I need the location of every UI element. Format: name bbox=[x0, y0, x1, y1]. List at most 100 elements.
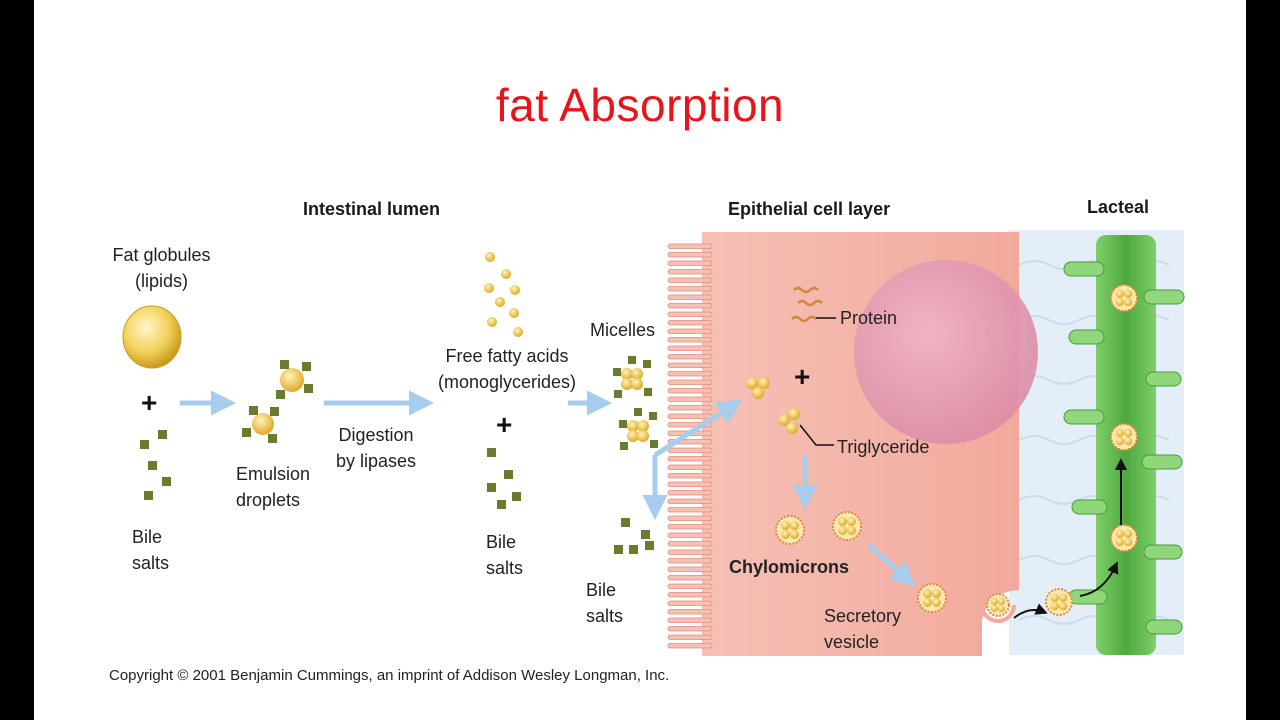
microvillus bbox=[667, 269, 713, 275]
microvillus bbox=[667, 515, 713, 521]
chylomicron bbox=[1110, 284, 1138, 312]
label-bile-salts-1: Bile salts bbox=[132, 524, 169, 576]
microvillus bbox=[667, 413, 713, 419]
microvillus bbox=[667, 294, 713, 300]
plus-2: + bbox=[496, 409, 512, 440]
nucleus bbox=[854, 260, 1038, 444]
label-digestion-line1: Digestion bbox=[338, 425, 414, 445]
microvilli bbox=[667, 243, 713, 649]
microvillus bbox=[667, 473, 713, 479]
copyright-notice: Copyright © 2001 Benjamin Cummings, an i… bbox=[109, 667, 670, 684]
microvillus bbox=[667, 507, 713, 513]
microvillus bbox=[667, 643, 713, 649]
label-free-fatty-acids: Free fatty acids (monoglycerides) bbox=[427, 343, 587, 395]
slide: + + + fat Absorption Intestinal lumen Ep… bbox=[34, 0, 1246, 720]
secretory-vesicle-membrane bbox=[980, 604, 1016, 623]
chylomicrons bbox=[775, 284, 1138, 617]
plus-signs: + + + bbox=[141, 361, 810, 440]
microvillus bbox=[667, 303, 713, 309]
label-secretory-vesicle: Secretory vesicle bbox=[824, 603, 901, 655]
label-secretory-line2: vesicle bbox=[824, 632, 880, 652]
microvillus bbox=[667, 277, 713, 283]
label-bile-salts-1-line1: Bile bbox=[132, 527, 163, 547]
label-chylomicrons: Chylomicrons bbox=[729, 557, 850, 577]
microvillus bbox=[667, 566, 713, 572]
label-ffa-line1: Free fatty acids bbox=[445, 346, 569, 366]
triglyceride-leader bbox=[799, 424, 834, 446]
microvillus bbox=[667, 286, 713, 292]
fat-absorption-diagram: + + + bbox=[122, 230, 1185, 656]
chylomicron bbox=[917, 583, 947, 613]
flow-arrows bbox=[180, 390, 916, 587]
microvillus bbox=[667, 524, 713, 530]
label-digestion-line2: by lipases bbox=[335, 451, 417, 471]
microvillus bbox=[667, 379, 713, 385]
page-title: fat Absorption bbox=[495, 79, 785, 131]
label-protein: Protein bbox=[840, 308, 898, 328]
microvillus bbox=[667, 396, 713, 402]
label-secretory-line1: Secretory bbox=[824, 606, 902, 626]
bile-salts-group-1 bbox=[140, 430, 171, 500]
label-micelles: Micelles bbox=[590, 320, 656, 340]
microvillus bbox=[667, 583, 713, 589]
header-intestinal-lumen: Intestinal lumen bbox=[303, 199, 441, 219]
chylomicron bbox=[1045, 588, 1073, 616]
microvillus bbox=[667, 498, 713, 504]
microvillus bbox=[667, 328, 713, 334]
free-fatty-acids bbox=[484, 252, 523, 337]
microvillus bbox=[667, 260, 713, 266]
microvillus bbox=[667, 252, 713, 258]
bile-salts-group-2 bbox=[487, 448, 521, 509]
microvillus bbox=[667, 609, 713, 615]
triglyceride bbox=[778, 408, 800, 434]
microvillus bbox=[667, 558, 713, 564]
label-bile-salts-3: Bile salts bbox=[586, 577, 623, 629]
label-bile-salts-3-line1: Bile bbox=[586, 580, 617, 600]
microvillus bbox=[667, 592, 713, 598]
chylomicron bbox=[986, 593, 1010, 617]
fat-globule bbox=[122, 305, 182, 369]
plus-1: + bbox=[141, 387, 157, 418]
label-emulsion-line2: droplets bbox=[236, 490, 301, 510]
black-arrows bbox=[1013, 458, 1127, 619]
label-bile-salts-3-line2: salts bbox=[586, 606, 624, 626]
microvillus bbox=[667, 600, 713, 606]
microvillus bbox=[667, 362, 713, 368]
protein-molecules bbox=[791, 286, 823, 323]
microvillus bbox=[667, 320, 713, 326]
header-lacteal: Lacteal bbox=[1087, 197, 1150, 217]
label-digestion: Digestion by lipases bbox=[326, 422, 426, 474]
microvillus bbox=[667, 337, 713, 343]
plus-3: + bbox=[794, 361, 810, 392]
microvillus bbox=[667, 345, 713, 351]
chylomicron bbox=[1110, 524, 1138, 552]
label-bile-salts-2-line1: Bile bbox=[486, 532, 517, 552]
chylomicron bbox=[775, 515, 805, 545]
label-fat-globules-line1: Fat globules bbox=[112, 245, 211, 265]
microvillus bbox=[667, 243, 713, 249]
microvillus bbox=[667, 575, 713, 581]
absorbed-monoglycerides bbox=[746, 377, 770, 399]
label-ffa-line2: (monoglycerides) bbox=[437, 372, 577, 392]
microvillus bbox=[667, 617, 713, 623]
micelles bbox=[613, 356, 658, 450]
microvillus bbox=[667, 405, 713, 411]
label-emulsion-line1: Emulsion bbox=[236, 464, 311, 484]
microvillus bbox=[667, 311, 713, 317]
microvillus bbox=[667, 634, 713, 640]
microvillus bbox=[667, 388, 713, 394]
chylomicron bbox=[1110, 423, 1138, 451]
microvillus bbox=[667, 354, 713, 360]
microvillus bbox=[667, 371, 713, 377]
emulsion-droplets bbox=[242, 360, 313, 443]
bile-salts-group-3 bbox=[614, 518, 654, 554]
microvillus bbox=[667, 541, 713, 547]
microvillus bbox=[667, 626, 713, 632]
microvillus bbox=[667, 490, 713, 496]
label-bile-salts-2: Bile salts bbox=[486, 529, 523, 581]
label-fat-globules-line2: (lipids) bbox=[134, 271, 188, 291]
microvillus bbox=[667, 532, 713, 538]
microvillus bbox=[667, 481, 713, 487]
header-epithelial-cell-layer: Epithelial cell layer bbox=[728, 199, 891, 219]
label-bile-salts-1-line2: salts bbox=[132, 553, 170, 573]
